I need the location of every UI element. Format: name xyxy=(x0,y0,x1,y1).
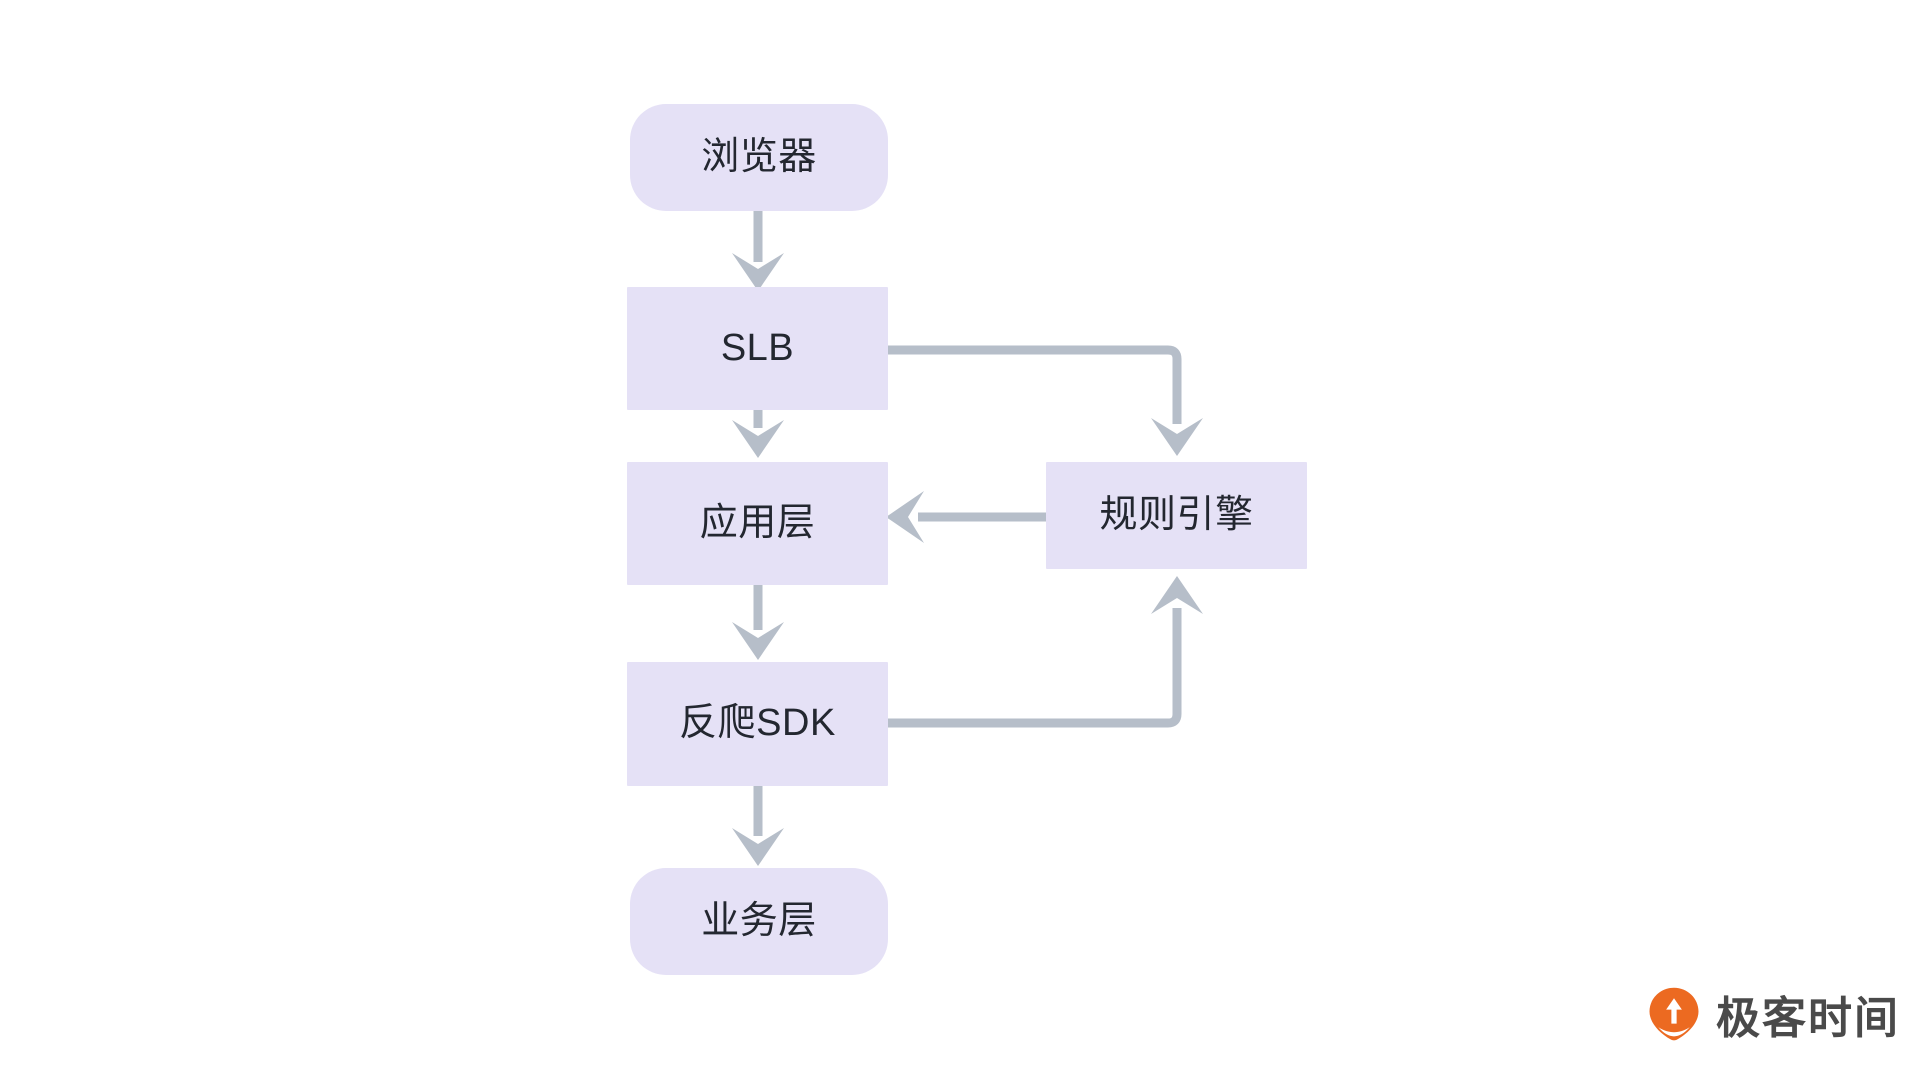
node-anti-crawler-sdk-label: 反爬SDK xyxy=(679,702,836,745)
node-rule-engine[interactable]: 规则引擎 xyxy=(1046,462,1307,569)
geektime-pin-logo xyxy=(1649,987,1699,1041)
edge-browser-to-slb xyxy=(732,211,784,291)
node-business-layer[interactable]: 业务层 xyxy=(630,868,888,975)
watermark-text: 极客时间 xyxy=(1716,994,1900,1043)
edge-rule-engine-to-app xyxy=(886,491,1046,543)
node-browser[interactable]: 浏览器 xyxy=(630,104,888,211)
edge-slb-to-app xyxy=(732,410,784,458)
edge-slb-to-rule-engine xyxy=(888,345,1203,456)
watermark: 极客时间 xyxy=(1646,982,1900,1046)
edge-app-to-sdk xyxy=(732,585,784,660)
edge-sdk-to-rule-engine xyxy=(888,576,1203,728)
node-app-layer[interactable]: 应用层 xyxy=(627,462,888,585)
node-slb-label: SLB xyxy=(720,326,795,369)
node-business-layer-label: 业务层 xyxy=(701,899,817,942)
node-anti-crawler-sdk[interactable]: 反爬SDK xyxy=(627,662,888,786)
node-rule-engine-label: 规则引擎 xyxy=(1099,493,1254,536)
node-slb[interactable]: SLB xyxy=(627,287,888,410)
node-browser-label: 浏览器 xyxy=(701,135,817,178)
node-app-layer-label: 应用层 xyxy=(699,501,816,544)
edge-sdk-to-business xyxy=(732,786,784,866)
